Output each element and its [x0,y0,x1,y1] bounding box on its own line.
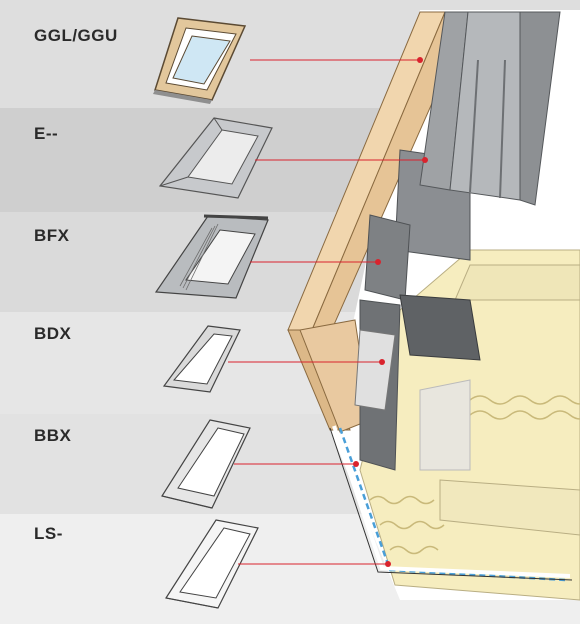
liner-edge [329,427,573,581]
product-bdx-frame-icon [162,325,241,393]
insulation-band-lower [439,479,580,536]
insulation-band-upper [454,264,580,301]
label-e: E-- [34,124,59,143]
collar-piece [399,294,481,361]
label-ls: LS- [34,524,63,543]
channel-rib-1 [469,59,479,193]
leader-dot-e [422,157,428,163]
liner-strip [332,425,571,578]
leader-dot-bfx [375,259,381,265]
label-ggl: GGL/GGU [34,26,118,45]
insulation-wave-2 [369,495,445,555]
flashing-dark-mid [364,214,411,301]
label-bfx: BFX [34,226,70,245]
lining-panel [354,329,396,411]
leader-dot-ggl [417,57,423,63]
leader-dot-bdx [379,359,385,365]
product-bfx-collar-icon [154,214,269,299]
metal-channel-right [519,11,561,206]
product-ls-lining-icon [165,519,259,609]
leader-dot-ls [385,561,391,567]
product-e-flashing-icon [158,117,273,199]
leader-dot-bbx [353,461,359,467]
insulation-wave-1 [469,395,580,420]
label-bdx: BDX [34,324,72,343]
product-ggl-window-icon [153,17,247,104]
product-bbx-underlay-icon [161,419,251,509]
leader-lines [228,57,428,567]
channel-rib-2 [499,59,506,199]
label-bbx: BBX [34,426,72,445]
roof-section [287,10,580,601]
interior-face [419,379,471,471]
